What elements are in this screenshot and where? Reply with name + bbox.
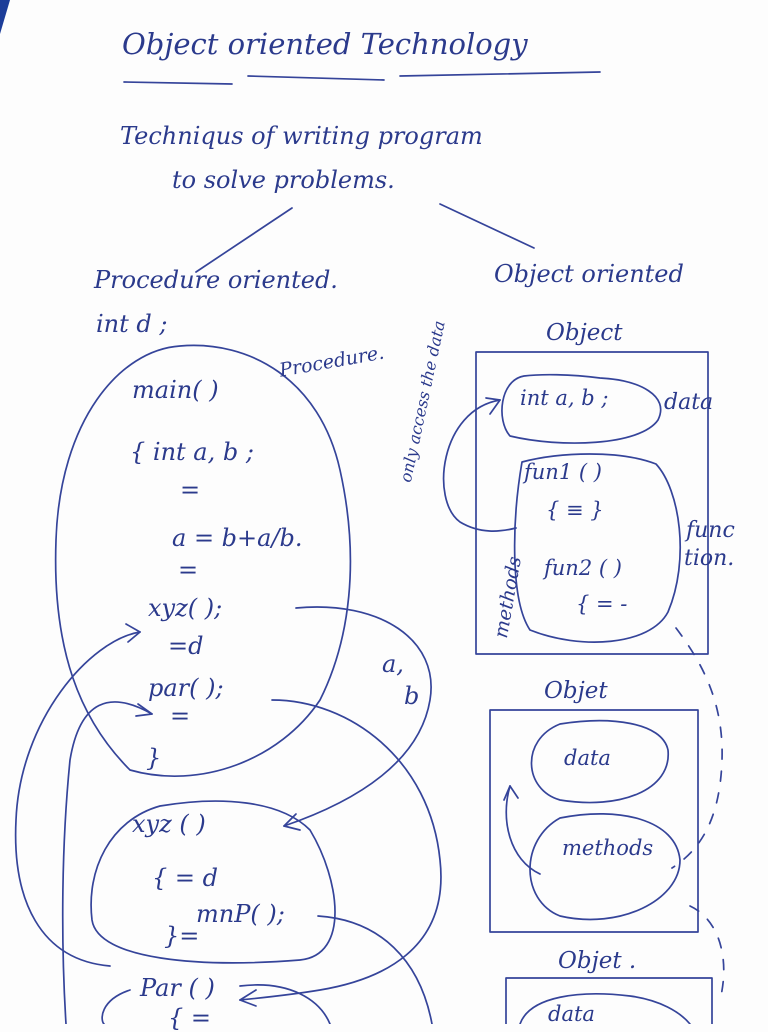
call-arrow-mnp [317, 915, 433, 1024]
object2-methods-boundary [529, 812, 681, 921]
main-line-eq-d: =d [168, 632, 204, 660]
object3-frame [505, 977, 713, 1024]
object1-methods-boundary [513, 453, 682, 643]
object1-frame [475, 351, 709, 655]
call-arrow-par-head [239, 989, 257, 1007]
message-link-2-3 [689, 905, 725, 1001]
object2-access-arrow [505, 785, 541, 875]
object1-function-label-2: tion. [684, 546, 735, 571]
par-line-body: { = [168, 1004, 212, 1032]
object3-label: Objet . [558, 948, 637, 974]
call-arrow-xyz-head [283, 813, 301, 831]
object1-function-label-1: func [686, 518, 735, 543]
object1-access-arrow-head [485, 397, 501, 415]
branch-line-left [195, 207, 293, 273]
main-line-eq3: = [170, 702, 191, 730]
object2-data-text: data [564, 746, 611, 770]
xyz-line-close: }= [164, 922, 200, 950]
title-underline-3 [399, 71, 601, 77]
object1-access-arrow [442, 399, 517, 532]
global-int-declaration: int d ; [96, 310, 168, 338]
object-oriented-heading: Object oriented [494, 260, 684, 288]
xyz-line-header: xyz ( ) [132, 810, 206, 838]
main-line-close: } [146, 744, 162, 772]
object1-data-text: int a, b ; [520, 386, 609, 410]
object1-fun2: fun2 ( ) [544, 556, 622, 580]
xyz-line-body: { = d [152, 864, 218, 892]
object2-frame [489, 709, 699, 933]
title-underline-1 [123, 81, 233, 85]
main-line-main: main( ) [132, 376, 219, 404]
main-procedure-boundary [54, 344, 352, 777]
message-link-1-2 [671, 627, 723, 869]
title-underline-2 [247, 75, 385, 81]
object2-data-boundary [530, 719, 669, 804]
object2-methods-text: methods [562, 836, 654, 860]
main-line-assign: a = b+a/b. [172, 524, 303, 552]
object2-label: Objet [544, 678, 608, 704]
main-line-xyz-call: xyz( ); [148, 594, 223, 622]
return-arrow-xyz-head [125, 623, 141, 643]
call-arrow-xyz [283, 606, 432, 827]
return-arrow-xyz [14, 631, 141, 967]
object3-data-boundary [519, 993, 691, 1024]
object1-fun1-body: { ≡ } [546, 498, 604, 522]
object3-data-text: data [548, 1002, 595, 1026]
param-label-a: a, [382, 650, 404, 678]
xyz-line-mnp: mnP( ); [196, 900, 285, 928]
par-procedure-boundary [101, 984, 331, 1024]
return-arrow-par-head [135, 703, 153, 717]
object1-fun1: fun1 ( ) [524, 460, 602, 484]
par-line-header: Par ( ) [140, 974, 215, 1002]
object1-label: Object [546, 320, 623, 346]
xyz-procedure-boundary [90, 800, 336, 964]
main-line-par-call: par( ); [148, 674, 224, 702]
procedure-oriented-heading: Procedure oriented. [94, 266, 338, 294]
return-arrow-par [61, 701, 153, 1024]
object1-fun2-body: { = - [576, 592, 628, 616]
main-line-eq2: = [178, 556, 199, 584]
param-label-b: b [404, 682, 420, 710]
main-line-int: { int a, b ; [130, 438, 254, 466]
branch-line-right [439, 203, 535, 249]
page-corner-mark [0, 0, 10, 34]
object1-data-boundary [501, 373, 662, 444]
description-line-1: Techniqus of writing program [120, 122, 483, 150]
object2-access-arrow-head [503, 785, 519, 801]
main-line-eq1: = [180, 476, 201, 504]
page-title: Object oriented Technology [122, 27, 528, 61]
description-line-2: to solve problems. [172, 166, 395, 194]
object1-data-side-label: data [664, 390, 714, 415]
